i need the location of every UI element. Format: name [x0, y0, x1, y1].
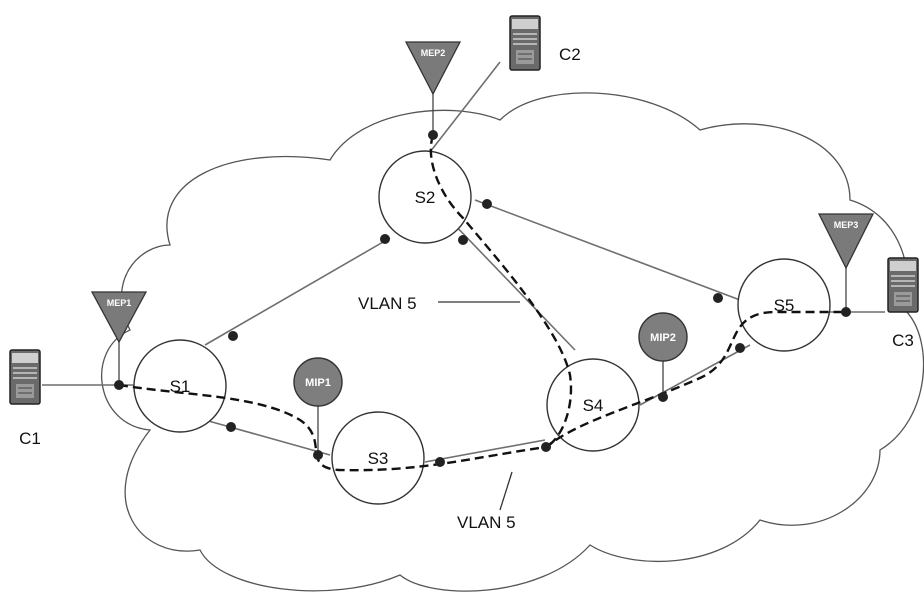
customer-c1-label: C1 [19, 429, 41, 448]
vlan-label-lower: VLAN 5 [457, 513, 516, 532]
switch-s1-circle [133, 339, 227, 433]
mip2-label: MIP2 [650, 332, 676, 344]
link-s1-s3 [204, 419, 331, 456]
switch-s3: S3 [331, 411, 425, 505]
link-s3-s4 [424, 439, 546, 463]
server-icon [887, 257, 919, 313]
port-dot [313, 450, 323, 460]
mep1-label: MEP1 [107, 298, 132, 308]
port-dot [735, 343, 745, 353]
mep1-triangle [90, 291, 148, 344]
port-dot [482, 199, 492, 209]
mips: MIP1 MIP2 [293, 312, 688, 407]
port-dot [380, 234, 390, 244]
mep2: MEP2 [404, 41, 462, 96]
mep2-label: MEP2 [421, 48, 446, 58]
vlan-path [118, 134, 846, 472]
switch-s4-circle [546, 358, 640, 452]
vlan-label-lower-leader [499, 471, 513, 511]
mip2: MIP2 [638, 312, 688, 362]
switch-s2-circle [378, 150, 472, 244]
port-dot [658, 392, 668, 402]
mep3-triangle [817, 213, 875, 270]
mep3-label: MEP3 [834, 220, 859, 230]
port-dot [435, 457, 445, 467]
port-dot [541, 442, 551, 452]
mep2-triangle [404, 41, 462, 96]
mip1-circle [293, 357, 343, 407]
mip1: MIP1 [293, 357, 343, 407]
server-icon [509, 15, 541, 71]
port-dot [458, 235, 468, 245]
oam-stems [118, 92, 847, 455]
customer-c3: C3 [887, 257, 919, 350]
switch-s2: S2 [378, 150, 472, 244]
switch-s4-label: S4 [583, 396, 604, 415]
port-dot [114, 380, 124, 390]
link-s2-s5 [474, 199, 741, 301]
port-dot [428, 130, 438, 140]
link-c2-s2 [429, 61, 501, 153]
customer-c2-label: C2 [559, 45, 581, 64]
vlan-annotations: VLAN 5 VLAN 5 [358, 294, 520, 532]
cloud-outline [101, 92, 924, 592]
switch-s5-circle [737, 258, 831, 352]
switch-s2-label: S2 [415, 188, 436, 207]
meps: MEP1 MEP2 MEP3 [90, 41, 875, 344]
link-s2-s4 [449, 219, 576, 351]
switches: S1 S2 S3 S4 S5 [133, 150, 831, 505]
customer-c3-label: C3 [892, 331, 914, 350]
vlan-path-main [118, 310, 846, 472]
port-dot [226, 422, 236, 432]
switch-s3-label: S3 [368, 449, 389, 468]
switch-s5: S5 [737, 258, 831, 352]
vlan-label-upper: VLAN 5 [358, 294, 417, 313]
link-s1-s2 [204, 237, 391, 346]
mep1: MEP1 [90, 291, 148, 344]
port-dot [841, 307, 851, 317]
customer-c2: C2 [509, 15, 581, 71]
vlan-path-branch [429, 134, 573, 449]
customer-c1: C1 [9, 349, 41, 448]
customers: C1 C2 C3 [9, 15, 919, 448]
mep3: MEP3 [817, 213, 875, 270]
switch-s3-circle [331, 411, 425, 505]
switch-s5-label: S5 [774, 296, 795, 315]
port-dot [228, 331, 238, 341]
mip2-circle [638, 312, 688, 362]
port-dots [114, 130, 851, 467]
switch-s4: S4 [546, 358, 640, 452]
mip1-label: MIP1 [305, 377, 331, 389]
port-dot [713, 293, 723, 303]
network-cloud [101, 92, 924, 592]
switch-s1: S1 [133, 339, 227, 433]
server-icon [9, 349, 41, 405]
